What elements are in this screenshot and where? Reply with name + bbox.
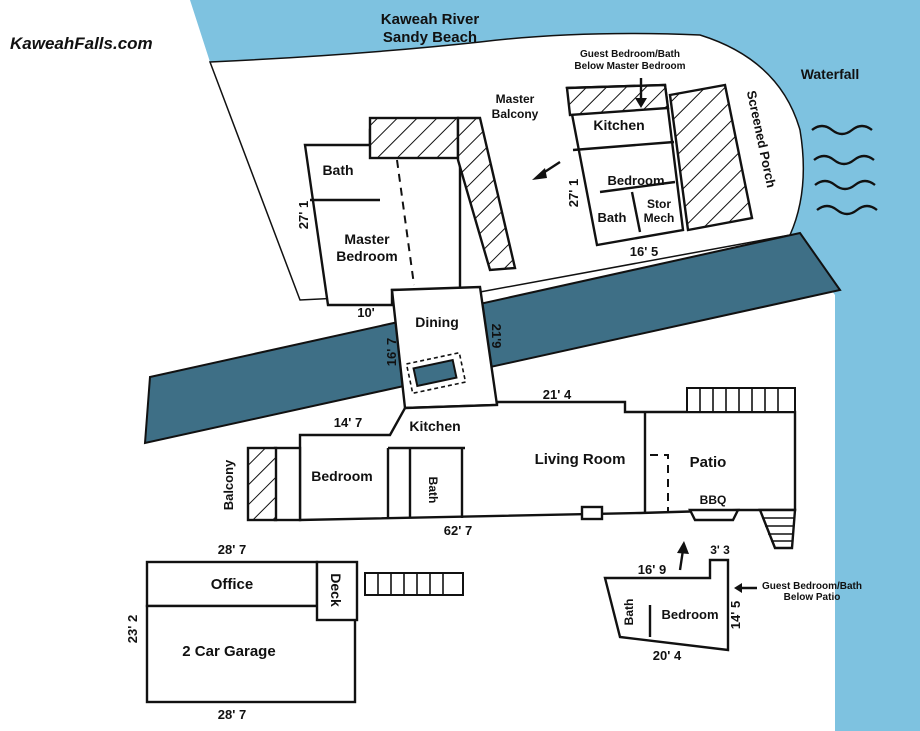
master-balcony-line2: Balcony [492,107,539,121]
direction-arrow-head-icon [532,168,547,180]
fireplace-icon [580,505,604,521]
river-label: Kaweah River [381,11,480,28]
guest-wall-1 [572,140,675,152]
guest-bath-label: Bath [598,210,627,225]
lower-guest-dim-bottom: 20' 4 [653,648,682,663]
master-bath-label: Bath [322,162,353,178]
lower-guest-arrow-head-icon [677,541,689,554]
living-room-label: Living Room [535,451,626,468]
master-bedroom-line2: Bedroom [336,248,397,264]
kitchen-label: Kitchen [409,418,460,434]
screened-porch-hatch [668,83,754,232]
below-patio-arrow-head-icon [734,583,742,593]
master-dim-width: 10' [357,305,375,320]
patio-stair-treads [762,517,794,542]
bedroom-outer [273,446,302,522]
master-balcony-line1: Master [496,92,535,106]
dining-table [412,358,458,388]
patio-stairs [758,508,797,550]
bath-label: Bath [426,477,440,504]
guest-note-line1: Guest Bedroom/Bath [580,49,680,60]
lower-guest-note-line1: Guest Bedroom/Bath [762,581,862,592]
master-balcony-side-hatch [456,116,517,272]
living-dash [650,454,669,512]
balcony-label: Balcony [221,459,236,510]
guest-mech-label: Mech [644,211,675,225]
patio-rail-slats [699,388,779,412]
dining-dim-right: 21'9 [489,324,504,349]
lower-guest-dim-side: 14' 5 [728,601,743,629]
garage-label: 2 Car Garage [182,643,275,660]
guest-dim-height: 27' 1 [566,179,581,207]
main-dim-length: 62' 7 [444,523,472,538]
bedroom-label: Bedroom [311,468,372,484]
guest-house-hatch [565,83,670,117]
lower-guest-bedroom-label: Bedroom [661,607,718,622]
garage-dim-side: 23' 2 [125,615,140,643]
garage-dim-bottom: 28' 7 [218,707,246,722]
lower-guest-note-line2: Below Patio [784,592,841,603]
office-label: Office [211,576,254,593]
kitchen-dim: 14' 7 [334,415,362,430]
deck-rail-slats [377,573,444,595]
guest-bedroom-label: Bedroom [607,173,664,188]
bbq-label: BBQ [700,493,727,507]
master-balcony-hatch [368,116,460,160]
lower-guest-dim-diag: 16' 9 [638,562,666,577]
living-dim-top: 21' 4 [543,387,572,402]
balcony-hatch [246,446,278,522]
master-dim-height: 27' 1 [296,201,311,229]
deck-label: Deck [328,573,344,607]
waterfall-label: Waterfall [801,66,860,82]
garage-dim-top: 28' 7 [218,542,246,557]
lower-guest-outline [603,558,730,652]
guest-stor-label: Stor [647,197,671,211]
garage-room [145,604,357,704]
bbq-icon [688,508,740,522]
guest-wall-3 [630,191,642,233]
master-closet-dash [396,159,415,286]
master-bedroom-line1: Master [344,231,390,247]
guest-arrow-head-icon [635,98,647,108]
guest-wall-2 [599,180,676,194]
dining-corridor [390,285,499,410]
water-channel [143,231,842,445]
dining-dim-left: 16' 7 [384,338,399,366]
deck-room [315,560,359,622]
waterfall-waves-icon [811,124,878,216]
guest-kitchen-label: Kitchen [593,117,644,133]
beach-label: Sandy Beach [383,29,477,46]
guest-dim-width: 16' 5 [630,244,658,259]
patio-rail [686,387,796,413]
patio-label: Patio [690,454,727,471]
dining-label: Dining [415,314,459,330]
lower-guest-bath-label: Bath [622,599,636,626]
guest-note-line2: Below Master Bedroom [574,61,685,72]
lower-guest-dim-top: 3' 3 [710,543,730,557]
river-water [190,0,920,731]
brand: KaweahFalls.com [10,34,153,53]
deck-rail [364,572,464,596]
